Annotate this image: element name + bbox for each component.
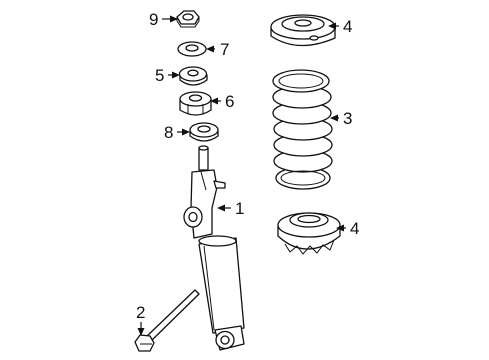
shock-absorber-part-1 — [183, 145, 245, 351]
callout-4-lower: 4 — [336, 219, 359, 238]
callout-3: 3 — [330, 109, 352, 128]
callout-9: 9 — [149, 10, 178, 29]
callout-2: 2 — [136, 303, 145, 336]
callout-label-1: 1 — [235, 199, 244, 218]
insulator-part-5 — [178, 66, 208, 86]
callout-4-upper: 4 — [328, 17, 352, 36]
callout-label-3: 3 — [343, 109, 352, 128]
callout-label-4-upper: 4 — [343, 17, 352, 36]
callout-5: 5 — [155, 66, 180, 85]
callout-label-2: 2 — [136, 303, 145, 322]
coil-spring-part-3 — [272, 69, 333, 190]
callout-label-7: 7 — [220, 40, 229, 59]
callout-1: 1 — [217, 199, 244, 218]
callout-label-4-lower: 4 — [350, 219, 359, 238]
insulator-part-8 — [189, 122, 219, 142]
nut-part-9 — [176, 10, 200, 28]
bushing-part-6 — [179, 91, 212, 116]
callout-label-6: 6 — [225, 92, 234, 111]
callout-label-8: 8 — [164, 123, 173, 142]
callout-7: 7 — [206, 40, 229, 59]
callout-6: 6 — [210, 92, 234, 111]
callout-label-5: 5 — [155, 66, 164, 85]
bolt-part-2 — [134, 289, 200, 352]
washer-part-7 — [177, 41, 207, 57]
spring-seat-upper-part-4 — [270, 14, 336, 47]
spring-seat-lower-part-4 — [277, 212, 341, 255]
callout-label-9: 9 — [149, 10, 158, 29]
callout-8: 8 — [164, 123, 190, 142]
